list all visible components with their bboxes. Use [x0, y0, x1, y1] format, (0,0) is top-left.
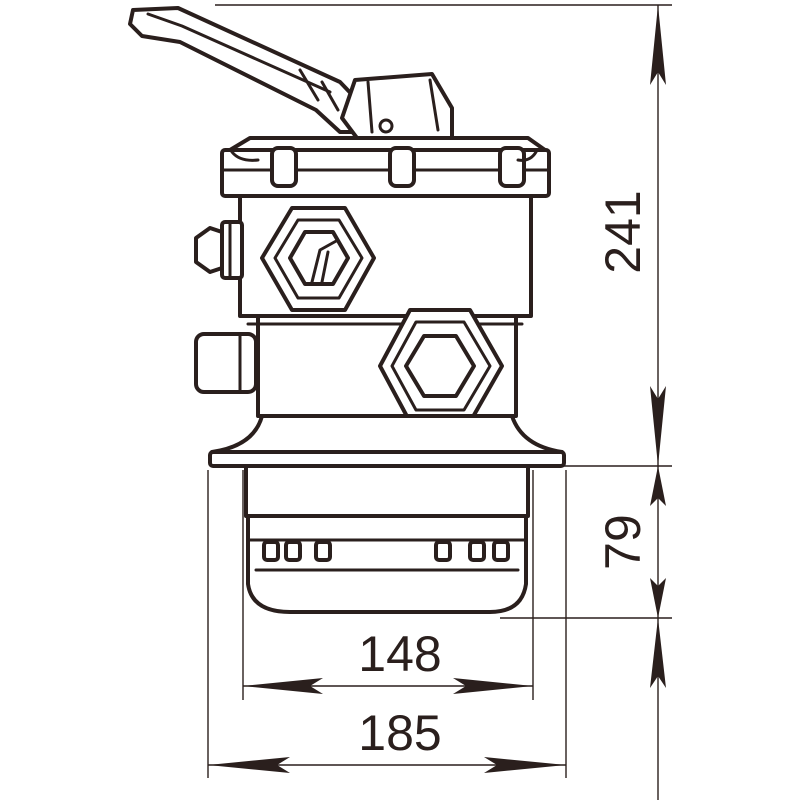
arrow-79-below [650, 618, 666, 688]
arrow-241-bottom [650, 386, 666, 466]
arrow-148-left [243, 678, 323, 694]
dim-79-label: 79 [595, 514, 651, 570]
dim-241-label: 241 [595, 190, 651, 273]
gauge-port [194, 220, 244, 280]
dimension-arrows [208, 5, 666, 773]
lid [220, 136, 551, 198]
arrow-148-right [453, 678, 533, 694]
handle-lever [128, 6, 454, 144]
dim-185-label: 185 [358, 705, 441, 761]
arrow-79-top [650, 466, 666, 506]
lower-dome [244, 464, 530, 614]
arrow-241-top [650, 5, 666, 85]
arrow-185-right [484, 757, 566, 773]
dimension-labels: 241 79 148 185 [358, 190, 651, 761]
valve-illustration [128, 6, 566, 614]
mid-body [194, 308, 524, 424]
flange-flare [210, 414, 564, 454]
dim-148-label: 148 [358, 626, 441, 682]
upper-port [260, 206, 376, 312]
base-flange [208, 450, 566, 468]
arrow-79-bottom [650, 578, 666, 618]
arrow-185-left [208, 757, 290, 773]
